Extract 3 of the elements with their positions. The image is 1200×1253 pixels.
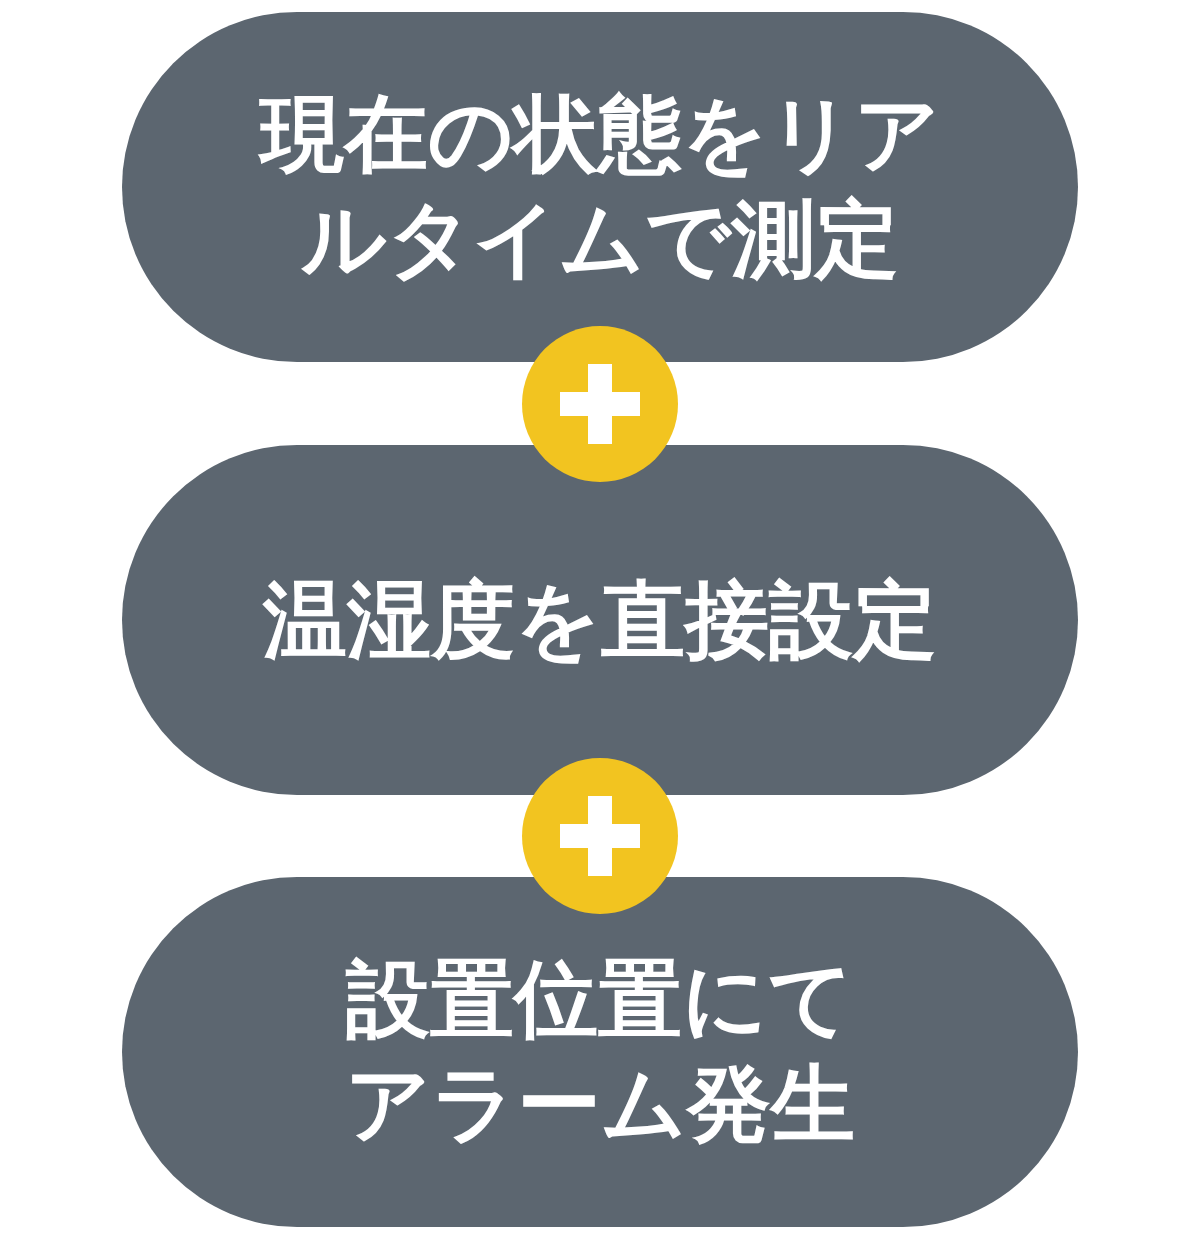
box-text: 温湿度を直接設定 [263,569,937,671]
box-text: 現在の状態をリアルタイムで測定 [257,84,941,290]
box-text: 設置位置にてアラーム発生 [344,949,856,1155]
